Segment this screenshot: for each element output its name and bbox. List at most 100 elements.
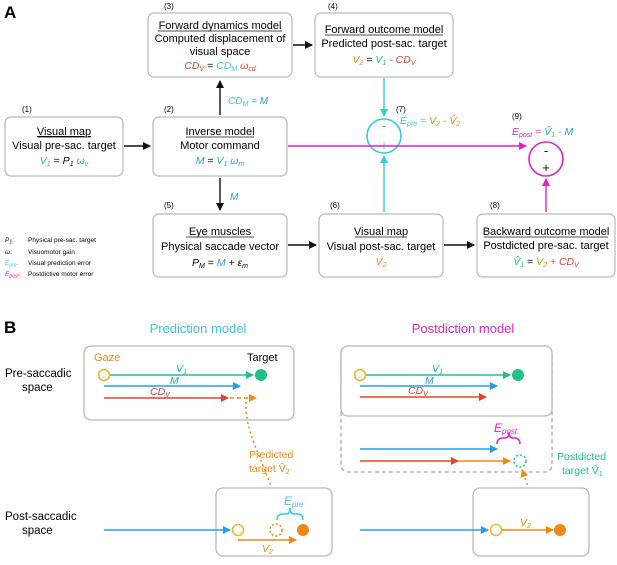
node-postdiction-error: (9) - + Epost = V̂1 - M bbox=[512, 112, 573, 177]
prediction-link bbox=[245, 401, 278, 501]
box6-frame bbox=[318, 213, 444, 278]
box4-frame bbox=[314, 12, 454, 78]
epost-label: Epost bbox=[494, 421, 518, 436]
box5-frame bbox=[152, 213, 288, 278]
actual-target-marker bbox=[297, 524, 309, 536]
legend-row-2: ω: bbox=[5, 249, 12, 256]
postdiction-post-frame bbox=[472, 487, 590, 557]
node9-equation: Epost = V̂1 - M bbox=[512, 124, 573, 139]
pre-space-label-2: space bbox=[22, 382, 53, 394]
box-backward-outcome: (8) Backward outcome model Postdicted pr… bbox=[476, 201, 616, 278]
legend-row-1-text: Physical pre-sac. target bbox=[28, 237, 96, 244]
post-cdv-label: CDV bbox=[408, 385, 429, 398]
legend-row-1: P1: bbox=[5, 237, 14, 246]
postdicted-label-1: Postdicted bbox=[557, 451, 606, 463]
legend-row-3: Epre: bbox=[5, 260, 19, 269]
box5-equation: PM = M + εm bbox=[192, 257, 248, 270]
box8-equation: V̂1 = V2 + CDV bbox=[513, 254, 580, 269]
box2-title: Inverse model bbox=[185, 126, 254, 138]
legend-row-4-text: Postdictive motor error bbox=[28, 271, 94, 278]
gaze-label: Gaze bbox=[94, 352, 120, 364]
m-label: M bbox=[170, 375, 179, 387]
box2-equation: M = V1 ωm bbox=[196, 155, 245, 168]
epre-brace bbox=[276, 507, 304, 521]
legend-row-2-text: Visuomotor gain bbox=[28, 249, 75, 256]
box-inverse-model: (2) Inverse model Motor command M = V1 ω… bbox=[152, 105, 288, 177]
postdiction-post-saccadic: V2 bbox=[360, 487, 590, 557]
box8-frame bbox=[476, 213, 616, 278]
node9-circle bbox=[528, 141, 564, 177]
epost-brace bbox=[496, 431, 521, 445]
arrow-2-3-label: CDM = M bbox=[228, 96, 269, 108]
box1-line2: Visual pre-sac. target bbox=[12, 140, 116, 152]
box2-frame bbox=[152, 116, 288, 177]
node7-equation: Epre = V2 - V̂2 bbox=[400, 113, 460, 128]
box6-equation: V2 bbox=[376, 256, 387, 269]
prediction-post-v2-label: V2 bbox=[262, 543, 273, 556]
box4-line2: Predicted post-sac. target bbox=[321, 38, 446, 50]
box6-line2: Visual post-sac. target bbox=[327, 241, 436, 253]
box1-title: Visual map bbox=[37, 126, 91, 138]
postdiction-post-target bbox=[554, 524, 566, 536]
arrow-2-5-label: M bbox=[230, 192, 239, 203]
box3-equation: CDV = CDM ωcd bbox=[184, 60, 256, 73]
target-label: Target bbox=[247, 352, 278, 364]
v1-label: V1 bbox=[176, 363, 187, 376]
postdiction-post-v2-label: V2 bbox=[520, 517, 531, 530]
prediction-post-frame bbox=[215, 487, 333, 557]
box-forward-outcome: (4) Forward outcome model Predicted post… bbox=[314, 2, 454, 78]
node7-circle bbox=[366, 118, 402, 154]
box5-line2: Physical saccade vector bbox=[161, 241, 279, 253]
box3-line2: Computed displacement of bbox=[155, 33, 287, 45]
node-prediction-error: (7) - + Epre = V2 - V̂2 bbox=[366, 105, 460, 154]
prediction-post-saccadic: V2 Epre bbox=[104, 487, 333, 557]
box8-line2: Postdicted pre-sac. target bbox=[483, 240, 608, 252]
panel-b-label: B bbox=[4, 318, 16, 337]
box2-line2: Motor command bbox=[180, 140, 259, 152]
post-m-label: M bbox=[425, 375, 434, 387]
postdicted-label-2: target V̂1 bbox=[562, 463, 603, 478]
post-target-marker bbox=[512, 369, 524, 381]
box1-number: (1) bbox=[22, 105, 32, 114]
target-marker bbox=[255, 369, 267, 381]
post-space-label-2: space bbox=[22, 525, 53, 537]
post-v1-label: V1 bbox=[432, 363, 443, 376]
predicted-target-marker bbox=[269, 523, 283, 537]
panel-a-label: A bbox=[4, 3, 16, 22]
pre-space-label-1: Pre-saccadic bbox=[5, 368, 72, 380]
legend-row-4: Epost: bbox=[5, 271, 21, 280]
box3-number: (3) bbox=[164, 2, 174, 11]
box6-title: Visual map bbox=[354, 226, 408, 238]
box1-frame bbox=[4, 116, 124, 177]
predicted-label-2: target V̂2 bbox=[249, 461, 290, 476]
legend-row-3-text: Visual prediction error bbox=[28, 260, 92, 267]
postdiction-post-gaze bbox=[489, 523, 503, 537]
node7-minus: - bbox=[382, 118, 386, 133]
legend: P1: Physical pre-sac. target ω: Visuomot… bbox=[5, 237, 96, 280]
box8-title: Backward outcome model bbox=[483, 226, 610, 238]
box1-equation: V1 = P1 ωv bbox=[40, 155, 89, 168]
cdv-label: CDV bbox=[150, 386, 171, 399]
box8-number: (8) bbox=[490, 201, 500, 210]
box4-title: Forward outcome model bbox=[325, 24, 444, 36]
node9-plus: + bbox=[542, 160, 550, 175]
box3-frame bbox=[147, 12, 293, 78]
prediction-post-gaze bbox=[231, 523, 245, 537]
postdicted-target-marker bbox=[513, 454, 527, 468]
box-forward-dynamics: (3) Forward dynamics model Computed disp… bbox=[147, 2, 293, 78]
box-visual-map-pre: (1) Visual map Visual pre-sac. target V1… bbox=[4, 105, 124, 177]
box-eye-muscles: (5) Eye muscles Physical saccade vector … bbox=[152, 201, 288, 278]
gaze-marker bbox=[97, 368, 111, 382]
node9-minus: - bbox=[544, 143, 548, 158]
box3-title: Forward dynamics model bbox=[159, 20, 282, 32]
prediction-pre-saccadic: Gaze Target V1 M CDV bbox=[83, 345, 295, 421]
box2-number: (2) bbox=[164, 105, 174, 114]
post-gaze-marker bbox=[353, 368, 367, 382]
prediction-pre-frame bbox=[83, 345, 295, 421]
box4-equation: V2 = V1 - CDV bbox=[353, 54, 417, 67]
box4-number: (4) bbox=[328, 2, 338, 11]
postdiction-pre-frame bbox=[340, 345, 553, 417]
predicted-label-1: Predicted bbox=[249, 449, 294, 461]
node9-number: (9) bbox=[512, 112, 522, 121]
box-visual-map-post: (6) Visual map Visual post-sac. target V… bbox=[318, 201, 444, 278]
